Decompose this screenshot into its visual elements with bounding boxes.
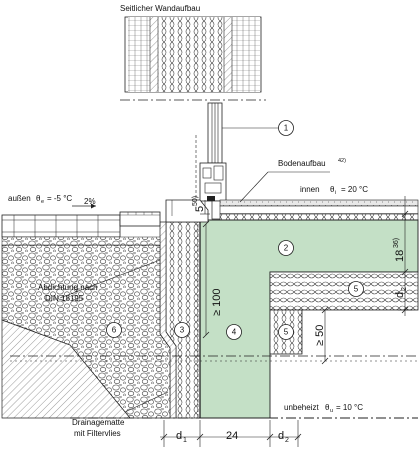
interior-temperature: = 20 °C xyxy=(341,185,368,194)
callout-1: 1 xyxy=(278,120,294,136)
callout-5-wall-label: 5 xyxy=(284,328,289,337)
callout-1-label: 1 xyxy=(284,124,289,133)
lateral-wall-insulation xyxy=(158,17,224,92)
dim-five-ref: 50) xyxy=(192,196,199,206)
underfloor-insulation xyxy=(269,271,419,311)
lateral-wall-membrane-left xyxy=(150,17,158,92)
dim-d1: d xyxy=(176,430,182,442)
lateral-wall-masonry-left xyxy=(128,17,150,92)
dim-min-100: ≥ 100 xyxy=(211,289,223,316)
floor-finish xyxy=(219,199,419,207)
drainage-label-line2: mit Filtervlies xyxy=(74,429,121,438)
callout-5-underfloor-label: 5 xyxy=(354,285,359,294)
slope-label: 2% xyxy=(84,197,96,206)
dim-five: 5 xyxy=(194,206,206,212)
lateral-wall-section xyxy=(124,16,262,93)
drainage-leader xyxy=(124,391,169,413)
callout-3-label: 3 xyxy=(180,326,185,335)
exterior-label: außen xyxy=(8,194,31,203)
bottom-dimension-chain xyxy=(160,420,302,447)
window-frame-assembly xyxy=(199,102,227,220)
callout-4-label: 4 xyxy=(232,328,237,337)
lateral-wall-title: Seitlicher Wandaufbau xyxy=(120,4,200,13)
callout-5-underfloor: 5 xyxy=(348,281,364,297)
callout-2-label: 2 xyxy=(284,244,289,253)
dim-d1-sub: 1 xyxy=(183,437,187,444)
drainage-channel xyxy=(119,211,161,227)
waterproofing-label-line2: DIN 18195 xyxy=(45,294,84,303)
lateral-wall-membrane-right xyxy=(224,17,232,92)
unheated-theta: θ xyxy=(325,403,330,412)
unheated-temperature: = 10 °C xyxy=(336,403,363,412)
exterior-theta: θ xyxy=(36,194,41,203)
callout-6: 6 xyxy=(106,322,122,338)
lateral-wall-masonry-right xyxy=(232,17,260,92)
exterior-paving xyxy=(1,214,161,246)
exterior-temperature: = -5 °C xyxy=(47,194,72,203)
dim-min-50: ≥ 50 xyxy=(314,325,326,346)
interior-theta-sub: i xyxy=(335,190,336,196)
drainage-label-line1: Drainagematte xyxy=(72,418,125,427)
callout-4: 4 xyxy=(226,324,242,340)
waterproofing-label-line1: Abdichtung nach xyxy=(38,283,98,292)
base-cap xyxy=(165,199,209,223)
bodenaufbau-label: Bodenaufbau xyxy=(278,159,326,168)
unheated-label: unbeheizt xyxy=(284,403,319,412)
dim-right-d2: d xyxy=(394,292,406,298)
callout-2: 2 xyxy=(278,240,294,256)
dim-18: 18 xyxy=(394,250,406,262)
impact-insulation xyxy=(219,213,419,221)
dim-18-ref: 36) xyxy=(393,238,400,248)
callout-3: 3 xyxy=(174,322,190,338)
screed-layer xyxy=(219,205,419,215)
abdichtung-leader xyxy=(59,259,161,299)
concrete-slab-and-wall xyxy=(199,219,419,419)
dim-d2: d xyxy=(278,430,284,442)
callout-6-label: 6 xyxy=(112,326,117,335)
interior-theta: θ xyxy=(330,185,335,194)
exterior-theta-sub: e xyxy=(41,199,44,205)
unheated-theta-sub: u xyxy=(330,408,333,414)
slope-arrow-head xyxy=(91,203,96,209)
dim-right-d2-sub: 2 xyxy=(401,287,408,291)
bodenaufbau-ref: 42) xyxy=(338,158,346,164)
right-dimension-chain xyxy=(398,196,412,316)
interior-label: innen xyxy=(300,185,320,194)
dim-d2-sub: 2 xyxy=(285,437,289,444)
dim-24: 24 xyxy=(226,430,238,442)
callout-5-wall: 5 xyxy=(278,324,294,340)
